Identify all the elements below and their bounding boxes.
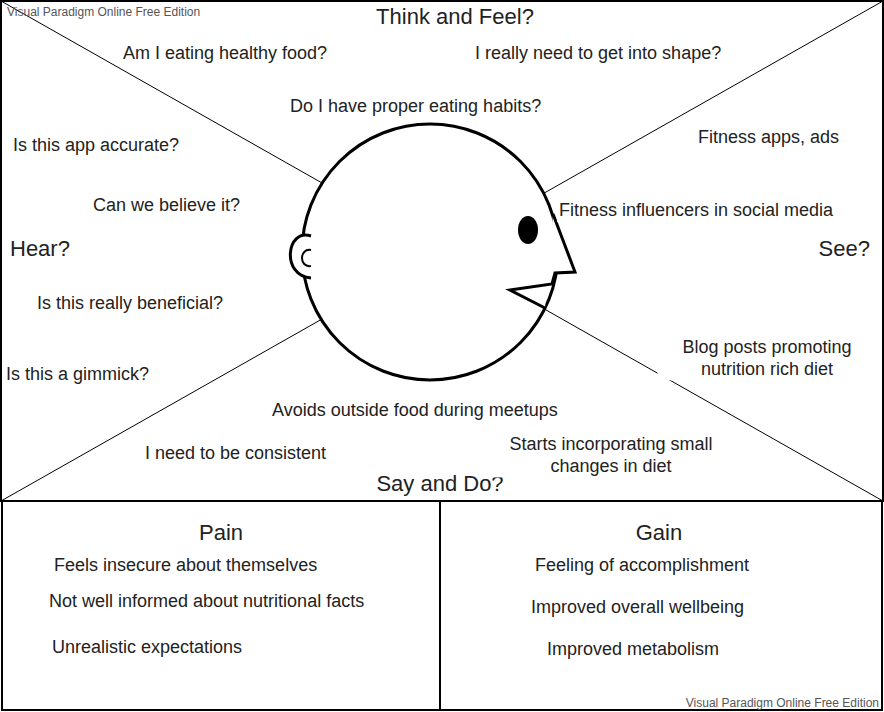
map-item-text: Starts incorporating small changes in di…	[482, 434, 741, 477]
map-item-text: I need to be consistent	[143, 443, 328, 465]
map-item-text: I really need to get into shape?	[473, 43, 723, 65]
quadrant-heading: Hear?	[8, 236, 72, 262]
map-item-text: Feeling of accomplishment	[533, 555, 751, 577]
quadrant-region: Think and Feel? Am I eating healthy food?…	[0, 0, 884, 501]
quadrant-region: See? Fitness apps, adsFitness influencers…	[0, 0, 884, 501]
box-heading: Pain	[197, 520, 245, 546]
quadrant-heading: Think and Feel?	[374, 4, 536, 30]
watermark: Visual Paradigm Online Free Edition	[686, 696, 879, 710]
map-item-text: Feels insecure about themselves	[52, 555, 319, 577]
quadrant-heading: Say and Do?	[374, 471, 505, 497]
head-circle	[302, 124, 558, 380]
ear-inner-symbol	[302, 250, 311, 266]
map-item-text: Am I eating healthy food?	[121, 43, 329, 65]
watermark: Visual Paradigm Online Free Edition	[7, 5, 200, 19]
map-item-text: Blog posts promoting nutrition rich diet	[658, 337, 877, 380]
quadrant-region: Hear? Is this app accurate? Can we believe…	[0, 0, 884, 501]
diagonal-line	[1, 1, 883, 501]
ear-symbol	[290, 235, 311, 278]
map-item-text: Fitness influencers in social media	[557, 200, 835, 222]
gain-box: GainFeeling of accomplishmentImproved ov…	[439, 500, 883, 711]
map-item-text: Not well informed about nutritional fact…	[47, 591, 366, 613]
map-item-text: Do I have proper eating habits?	[288, 96, 543, 118]
map-item-text: Avoids outside food during meetups	[270, 400, 560, 422]
quadrant-heading: See?	[817, 236, 872, 262]
quadrant-region: Say and Do? Avoids outside food during me…	[0, 0, 884, 501]
box-heading: Gain	[634, 520, 684, 546]
map-item-text: Is this app accurate?	[11, 135, 181, 157]
map-item-text: Improved metabolism	[545, 639, 721, 661]
eye-symbol	[518, 216, 538, 244]
map-item-text: Fitness apps, ads	[696, 127, 841, 149]
map-item-text: Is this really beneficial?	[35, 293, 225, 315]
diagonal-line	[1, 1, 883, 501]
map-item-text: Can we believe it?	[91, 195, 242, 217]
map-item-text: Unrealistic expectations	[50, 637, 244, 659]
pain-box: PainFeels insecure about themselvesNot w…	[1, 500, 441, 711]
map-frame	[1, 1, 883, 501]
map-item-text: Improved overall wellbeing	[529, 597, 746, 619]
face-profile	[510, 214, 575, 308]
map-item-text: Is this a gimmick?	[4, 364, 151, 386]
